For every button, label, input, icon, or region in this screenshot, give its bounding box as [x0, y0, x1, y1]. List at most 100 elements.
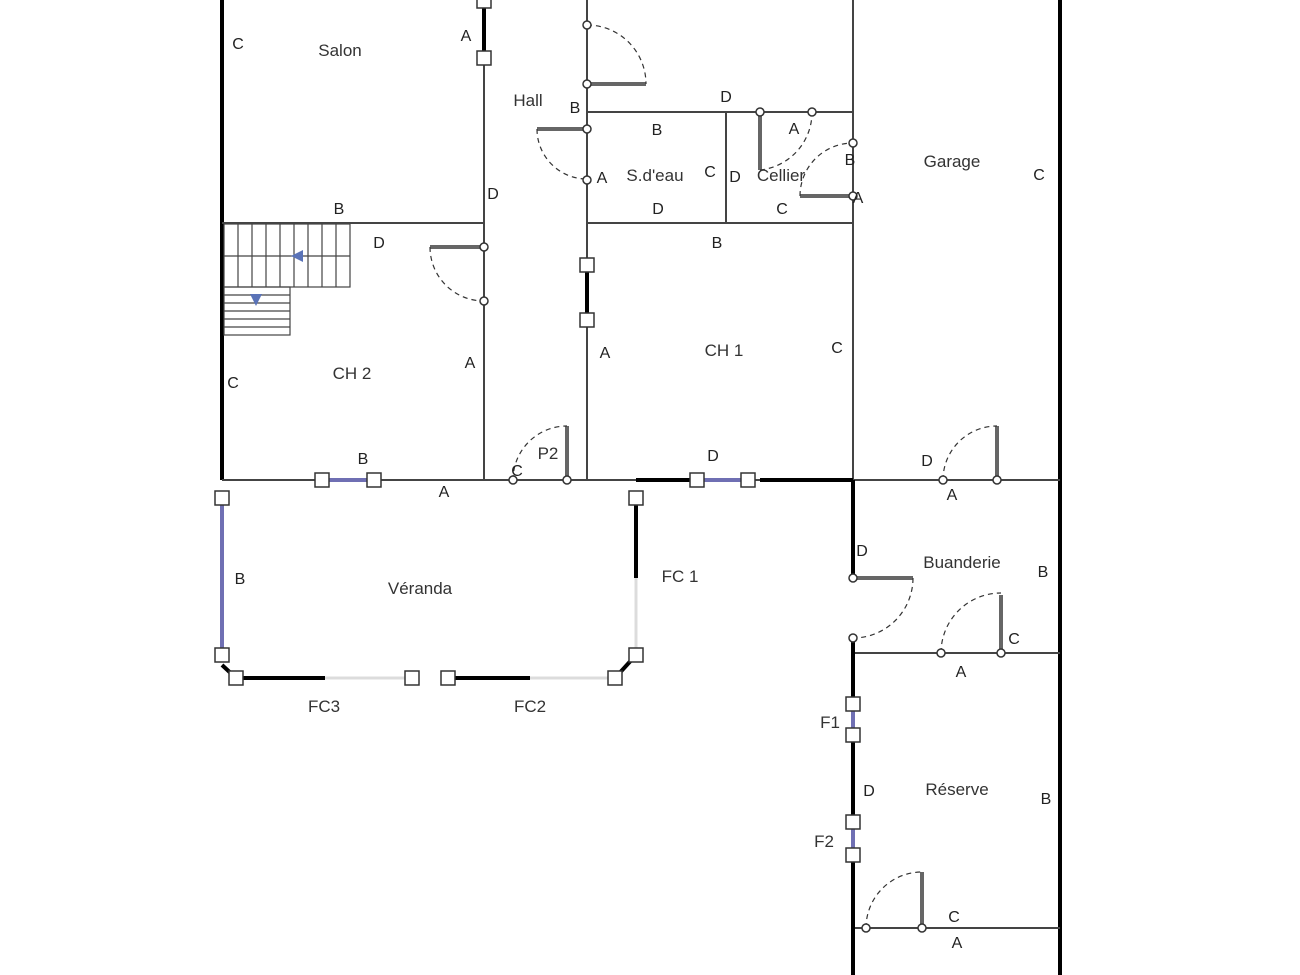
- wall-label: C: [511, 463, 523, 480]
- door-swing: [940, 592, 1002, 654]
- opening-label-f2: F2: [814, 832, 834, 851]
- door-hinge: [479, 242, 489, 252]
- wall-label: D: [856, 543, 868, 560]
- door-hinge: [508, 475, 518, 485]
- room-label-sdeau: S.d'eau: [626, 166, 683, 185]
- door-swing: [942, 425, 998, 481]
- opening-labels: P2 FC 1 FC2 FC3 F1 F2: [308, 444, 840, 851]
- node: [845, 814, 861, 830]
- door-swing: [536, 128, 588, 180]
- node: [476, 0, 492, 9]
- node: [689, 472, 705, 488]
- opening-label-f1: F1: [820, 713, 840, 732]
- door-hinge: [582, 175, 592, 185]
- wall-label: A: [947, 487, 958, 504]
- walls: [220, 0, 1062, 975]
- wall-label: B: [1041, 791, 1052, 808]
- wall-label: B: [712, 235, 723, 252]
- door-hinge: [936, 648, 946, 658]
- door-hinge: [479, 296, 489, 306]
- door-hinge: [848, 633, 858, 643]
- node: [476, 50, 492, 66]
- wall-label: B: [334, 201, 345, 218]
- door-swing: [852, 577, 914, 639]
- wall-label: B: [845, 152, 856, 169]
- wall-label: D: [863, 783, 875, 800]
- wall-label: A: [461, 28, 472, 45]
- wall-label: D: [652, 201, 664, 218]
- wall-label: C: [776, 201, 788, 218]
- door-hinge: [992, 475, 1002, 485]
- node: [845, 847, 861, 863]
- wall-label: A: [789, 121, 800, 138]
- wall-label: C: [704, 164, 716, 181]
- room-label-ch1: CH 1: [705, 341, 744, 360]
- wall-label: C: [227, 375, 239, 392]
- wall-label: C: [1008, 631, 1020, 648]
- node: [579, 312, 595, 328]
- opening-label-fc1: FC 1: [662, 567, 699, 586]
- door-hinge: [938, 475, 948, 485]
- door-hinge: [848, 191, 858, 201]
- room-label-ch2: CH 2: [333, 364, 372, 383]
- door-hinge: [996, 648, 1006, 658]
- wall-label: B: [570, 100, 581, 117]
- wall-label: D: [720, 89, 732, 106]
- wall-label: B: [358, 451, 369, 468]
- wall-label: B: [1038, 564, 1049, 581]
- door-swing: [865, 871, 923, 929]
- node: [314, 472, 330, 488]
- wall-label: A: [600, 345, 611, 362]
- door-hinge: [582, 79, 592, 89]
- node: [845, 727, 861, 743]
- wall-label: A: [597, 170, 608, 187]
- door-hinge: [848, 573, 858, 583]
- room-label-salon: Salon: [318, 41, 361, 60]
- stair-arrow-icon: [291, 250, 303, 262]
- node: [740, 472, 756, 488]
- node: [366, 472, 382, 488]
- wall-label: C: [948, 909, 960, 926]
- node: [404, 670, 420, 686]
- door-hinge: [848, 138, 858, 148]
- opening-label-p2: P2: [538, 444, 559, 463]
- room-label-veranda: Véranda: [388, 579, 453, 598]
- opening-label-fc2: FC2: [514, 697, 546, 716]
- wall-label: A: [465, 355, 476, 372]
- stair-arrow-icon: [250, 294, 262, 306]
- wall-label: C: [1033, 167, 1045, 184]
- opening-label-fc3: FC3: [308, 697, 340, 716]
- door-swing: [512, 425, 568, 481]
- wall-nodes: [214, 0, 861, 863]
- wall-label: D: [373, 235, 385, 252]
- wall-label: C: [232, 36, 244, 53]
- wall-label: D: [487, 186, 499, 203]
- door-swing: [759, 111, 813, 171]
- room-label-hall: Hall: [513, 91, 542, 110]
- windows: [220, 478, 855, 855]
- wall-label: B: [652, 122, 663, 139]
- node: [214, 647, 230, 663]
- wall-label: A: [952, 935, 963, 952]
- wall-label: D: [921, 453, 933, 470]
- room-label-cellier: Cellier: [757, 166, 806, 185]
- node: [607, 670, 623, 686]
- wall-label: D: [707, 448, 719, 465]
- door-hinge: [807, 107, 817, 117]
- node: [628, 647, 644, 663]
- wall-label: C: [831, 340, 843, 357]
- room-label-reserve: Réserve: [925, 780, 988, 799]
- staircase: [223, 223, 351, 336]
- wall-side-labels: C A B D A D B A C D B A B D C C B D C B …: [227, 28, 1051, 952]
- node: [440, 670, 456, 686]
- node: [628, 490, 644, 506]
- wall-label: D: [729, 169, 741, 186]
- door-hinge: [917, 923, 927, 933]
- door-hinge: [861, 923, 871, 933]
- door-hinge: [755, 107, 765, 117]
- wall-label: B: [235, 571, 246, 588]
- node: [579, 257, 595, 273]
- node: [214, 490, 230, 506]
- door-swing: [429, 246, 485, 302]
